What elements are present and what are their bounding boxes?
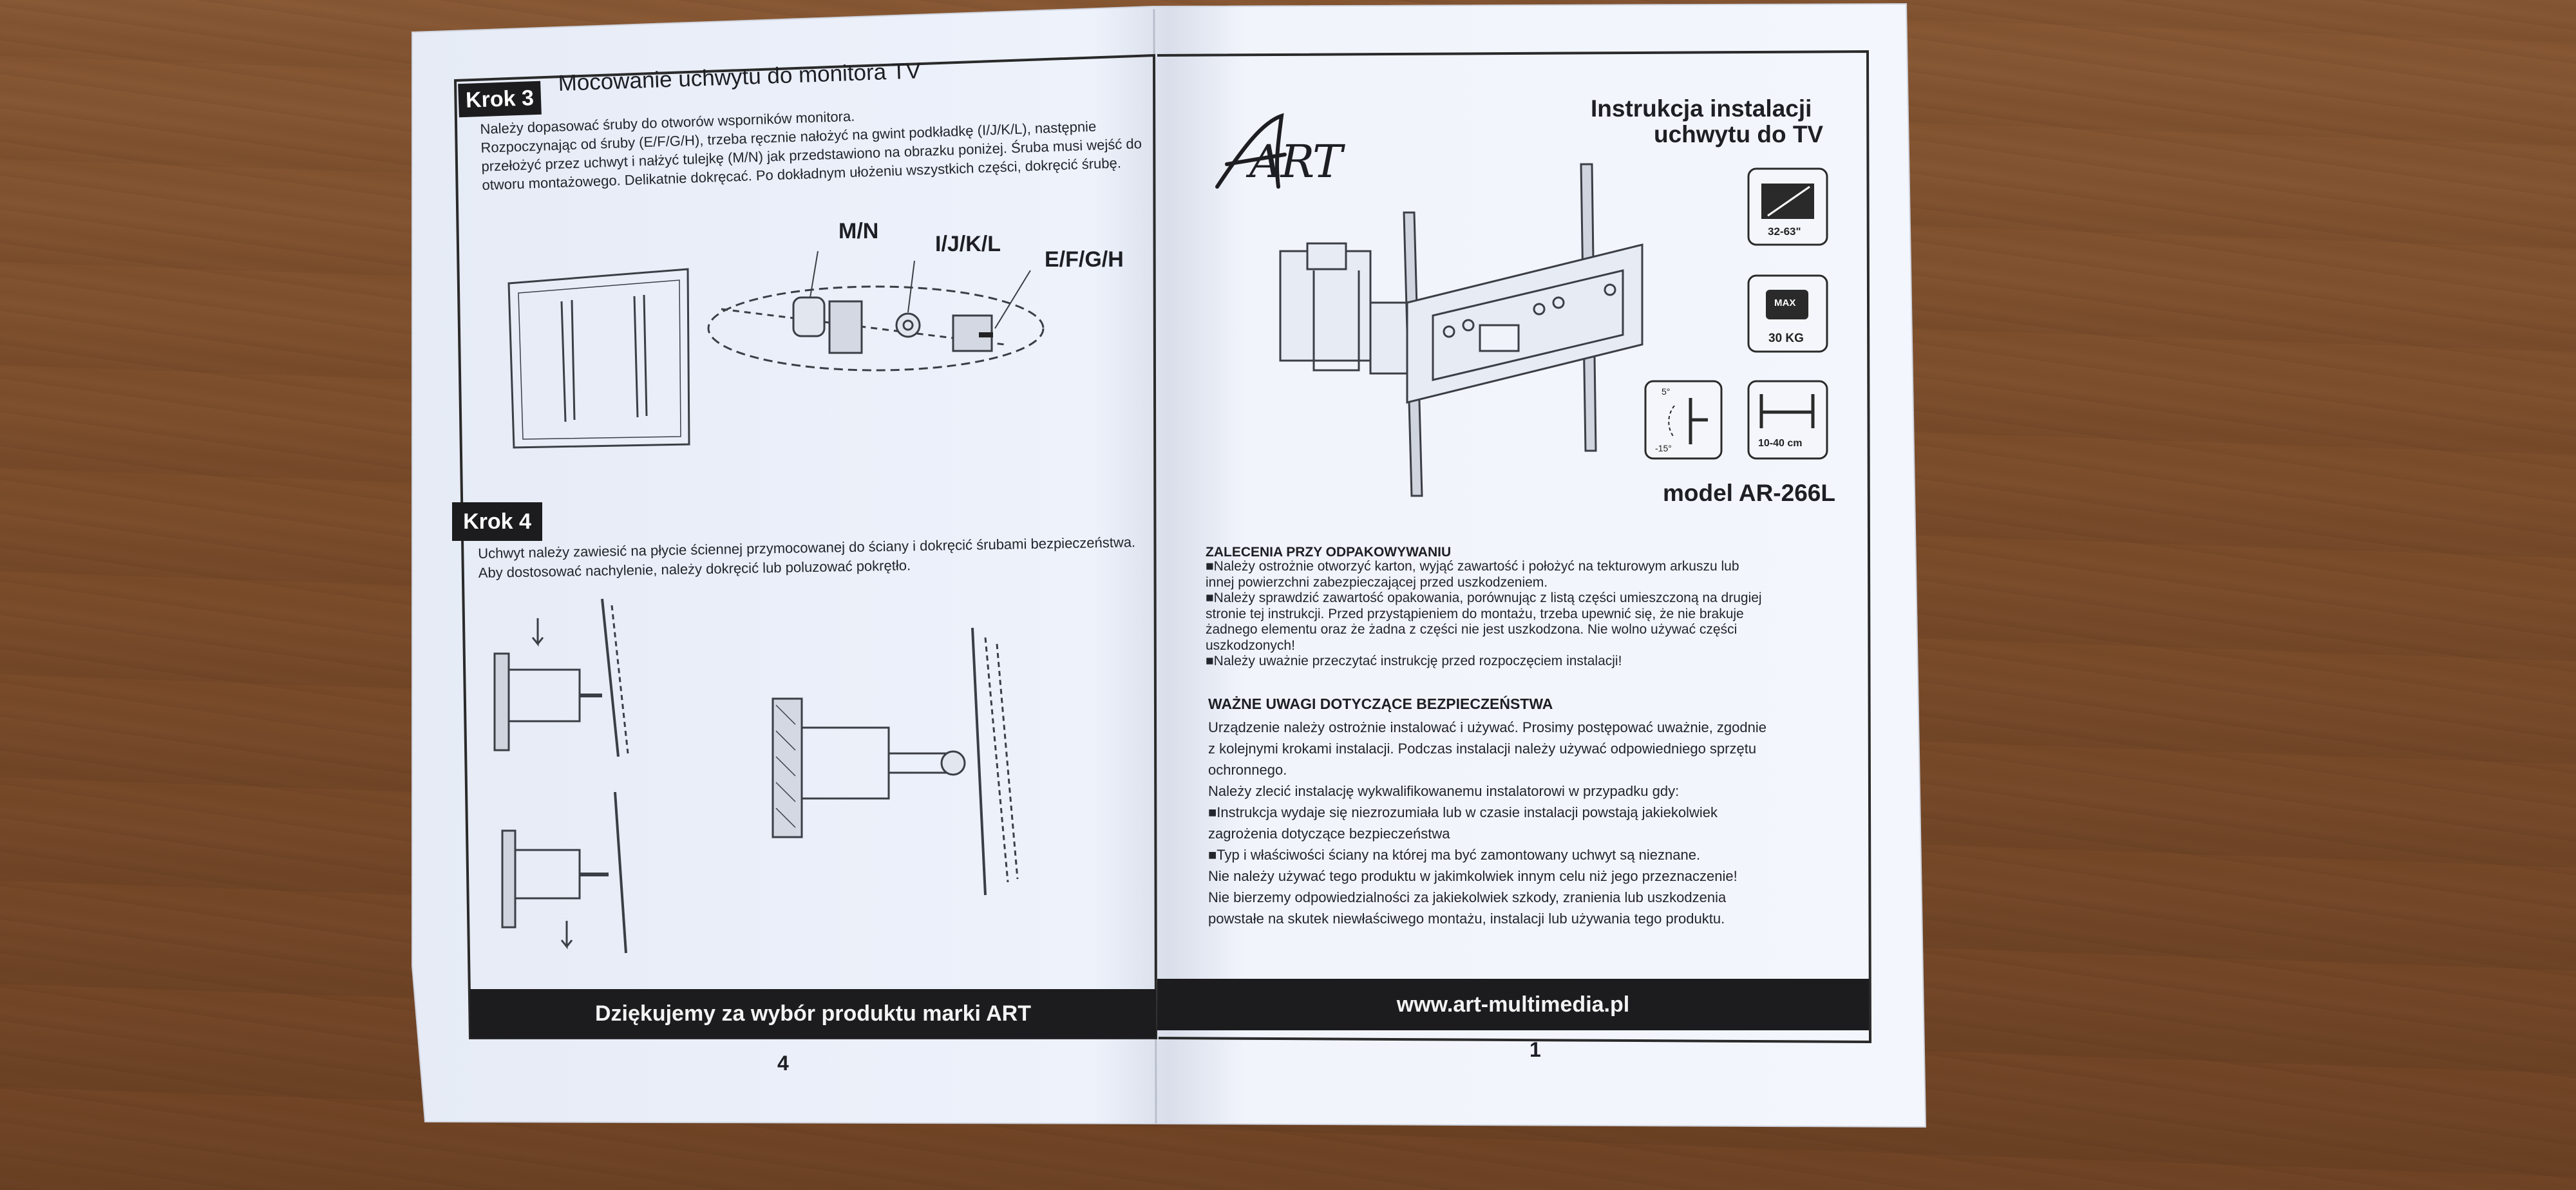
art-logo-mark: [1215, 113, 1287, 189]
left-footer-text: Dziękujemy za wybór produktu marki ART: [595, 1001, 1031, 1026]
monitor-back-diagram: [507, 268, 690, 449]
step3-badge: Krok 3: [458, 80, 542, 118]
spec-screen-size: 32-63": [1768, 225, 1801, 238]
tilt-icon: [1644, 380, 1723, 460]
spec-max-load: 30 KG: [1768, 332, 1804, 345]
safety-line-7: ■Typ i właściwości ściany na której ma b…: [1208, 847, 1701, 863]
unpacking-line-6: uszkodzonych!: [1206, 638, 1295, 653]
mount-tilt-diagram-upper: [493, 598, 629, 757]
safety-line-6: zagrożenia dotyczące bezpieczeństwa: [1208, 826, 1450, 842]
tv-mount-product-drawing: [1279, 163, 1643, 497]
unpacking-line-3: ■Należy sprawdzić zawartość opakowania, …: [1206, 590, 1762, 605]
unpacking-line-5: żadnego elementu oraz że żadna z części …: [1206, 622, 1738, 637]
safety-line-10: powstałe na skutek niewłaściwego montażu…: [1208, 911, 1725, 927]
safety-text: Urządzenie należy ostrożnie instalować i…: [1208, 717, 1766, 929]
screen-size-icon: [1747, 167, 1828, 246]
hardware-exploded-diagram: [707, 250, 1045, 372]
safety-heading: WAŻNE UWAGI DOTYCZĄCE BEZPIECZEŃSTWA: [1208, 695, 1553, 712]
spec-tilt-up: 5°: [1662, 386, 1671, 397]
mount-tilt-diagram-lower: [501, 791, 627, 954]
mount-swing-diagram: [772, 627, 1019, 896]
website-url: www.art-multimedia.pl: [1396, 992, 1630, 1017]
safety-line-2: z kolejnymi krokami instalacji. Podczas …: [1208, 741, 1757, 757]
document-title-line1: Instrukcja instalacji: [1591, 95, 1812, 122]
right-page-number: 1: [1530, 1038, 1541, 1061]
spec-distance: 10-40 cm: [1758, 438, 1803, 449]
safety-line-3: ochronnego.: [1208, 762, 1287, 778]
unpacking-heading: ZALECENIA PRZY ODPAKOWYWANIU: [1206, 545, 1452, 560]
unpacking-line-7: ■Należy uważnie przeczytać instrukcję pr…: [1206, 654, 1622, 668]
document-title-line2: uchwytu do TV: [1654, 121, 1824, 147]
part-label-sleeve: M/N: [838, 219, 879, 243]
unpacking-line-1: ■Należy ostrożnie otworzyć karton, wyjąć…: [1206, 559, 1739, 574]
unpacking-line-4: stronie tej instrukcji. Przed przystąpie…: [1206, 606, 1744, 621]
safety-line-4: Należy zlecić instalację wykwalifikowane…: [1208, 783, 1680, 799]
unpacking-text: ■Należy ostrożnie otworzyć karton, wyjąć…: [1206, 559, 1762, 670]
right-footer-banner: www.art-multimedia.pl: [1157, 979, 1869, 1030]
spec-tilt-down: -15°: [1655, 443, 1672, 453]
left-page-number: 4: [777, 1052, 789, 1075]
safety-line-9: Nie bierzemy odpowiedzialności za jakiek…: [1208, 889, 1727, 905]
art-logo-text: ART: [1249, 135, 1343, 188]
step4-badge: Krok 4: [452, 502, 542, 541]
safety-line-5: ■Instrukcja wydaje się niezrozumiała lub…: [1208, 804, 1718, 820]
spec-max-badge: MAX: [1774, 298, 1796, 308]
safety-line-8: Nie należy używać tego produktu w jakimk…: [1208, 868, 1738, 884]
left-footer-banner: Dziękujemy za wybór produktu marki ART: [470, 989, 1156, 1038]
part-label-screw: E/F/G/H: [1045, 247, 1124, 272]
max-load-icon: [1747, 274, 1828, 353]
distance-icon: [1747, 380, 1828, 460]
unpacking-line-2: innej powierzchni zabezpieczającej przed…: [1206, 574, 1548, 590]
safety-line-1: Urządzenie należy ostrożnie instalować i…: [1208, 719, 1766, 735]
model-number: model AR-266L: [1663, 480, 1835, 506]
part-label-washer: I/J/K/L: [935, 232, 1001, 256]
